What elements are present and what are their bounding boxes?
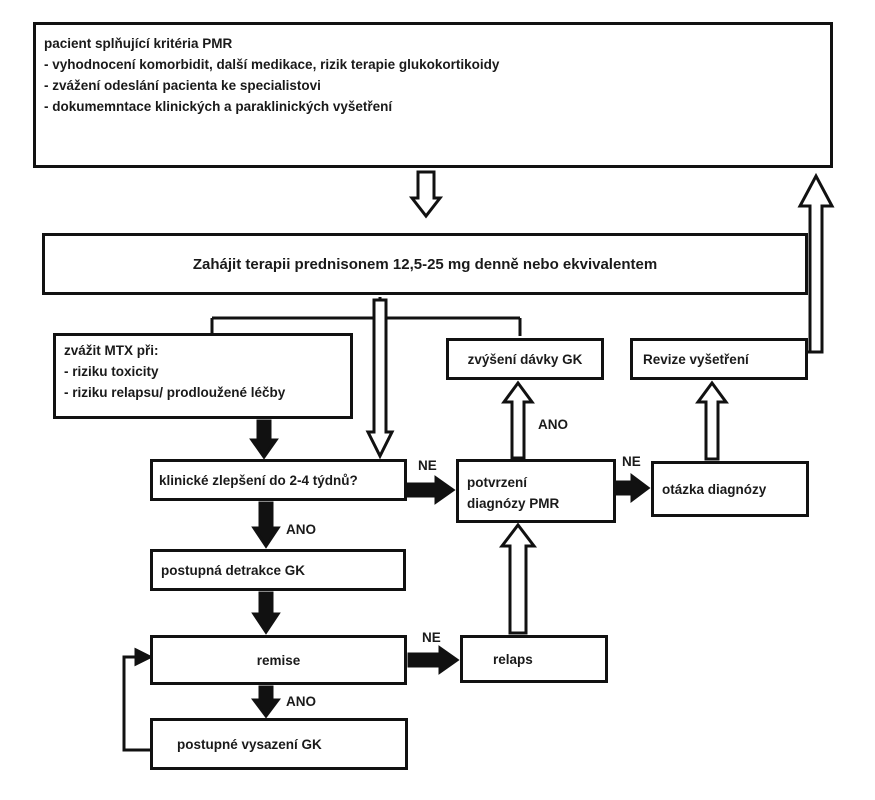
withdrawal-box: postupné vysazení GK — [150, 718, 408, 770]
dose-increase-text: zvýšení dávky GK — [467, 351, 583, 367]
criteria-line: - dokumemntace klinických a paraklinický… — [44, 99, 393, 114]
remission-text: remise — [256, 652, 301, 668]
review-box: Revize vyšetření — [630, 338, 808, 380]
arrow-clinical-to-confirm — [406, 475, 456, 505]
loop-withdraw-to-remise — [122, 655, 150, 752]
start-therapy-text: Zahájit terapii prednisonem 12,5-25 mg d… — [192, 255, 658, 273]
label-ne-remise: NE — [422, 630, 441, 645]
arrow-mtx-to-clinical — [249, 419, 279, 460]
arrow-taper-to-remise — [251, 591, 281, 635]
branch-lines — [210, 297, 522, 336]
arrow-start-to-clinical — [365, 298, 395, 460]
clinical-improvement-box: klinické zlepšení do 2-4 týdnů? — [150, 459, 407, 501]
arrow-relaps-to-confirm — [498, 522, 538, 635]
arrow-confirm-to-question — [615, 473, 651, 503]
arrow-remise-to-withdraw — [251, 685, 281, 719]
label-ne-confirm: NE — [622, 454, 641, 469]
clinical-improvement-text: klinické zlepšení do 2-4 týdnů? — [159, 472, 358, 488]
confirm-diagnosis-box: potvrzení diagnózy PMR — [456, 459, 616, 523]
mtx-line: zvážit MTX při: — [64, 343, 159, 358]
label-ne-clinical: NE — [418, 458, 437, 473]
diagnosis-question-text: otázka diagnózy — [662, 481, 767, 497]
mtx-line: - riziku toxicity — [64, 364, 159, 379]
label-ano-confirm: ANO — [538, 417, 568, 432]
arrow-question-to-review — [695, 380, 729, 461]
confirm-line: diagnózy PMR — [467, 496, 560, 511]
taper-box: postupná detrakce GK — [150, 549, 406, 591]
taper-text: postupná detrakce GK — [161, 562, 306, 578]
diagnosis-question-box: otázka diagnózy — [651, 461, 809, 517]
remission-box: remise — [150, 635, 407, 685]
start-therapy-box: Zahájit terapii prednisonem 12,5-25 mg d… — [42, 233, 808, 295]
arrow-review-to-top — [797, 172, 835, 354]
label-ano-clinical: ANO — [286, 522, 316, 537]
top-criteria-box: pacient splňující kritéria PMR - vyhodno… — [33, 22, 833, 168]
criteria-line: pacient splňující kritéria PMR — [44, 36, 233, 51]
arrow-remise-to-relaps — [407, 645, 460, 675]
relapse-box: relaps — [460, 635, 608, 683]
arrow-clinical-to-taper — [251, 501, 281, 549]
relapse-text: relaps — [493, 651, 533, 667]
mtx-box: zvážit MTX při: - riziku toxicity - rizi… — [53, 333, 353, 419]
withdrawal-text: postupné vysazení GK — [177, 736, 322, 752]
label-ano-remise: ANO — [286, 694, 316, 709]
criteria-line: - vyhodnocení komorbidit, další medikace… — [44, 57, 500, 72]
review-text: Revize vyšetření — [643, 351, 749, 367]
criteria-line: - zvážení odeslání pacienta ke specialis… — [44, 78, 321, 93]
confirm-line: potvrzení — [467, 475, 528, 490]
arrow-confirm-to-dose — [501, 380, 535, 460]
mtx-line: - riziku relapsu/ prodloužené léčby — [64, 385, 286, 400]
dose-increase-box: zvýšení dávky GK — [446, 338, 604, 380]
arrow-top-to-start — [408, 170, 444, 219]
